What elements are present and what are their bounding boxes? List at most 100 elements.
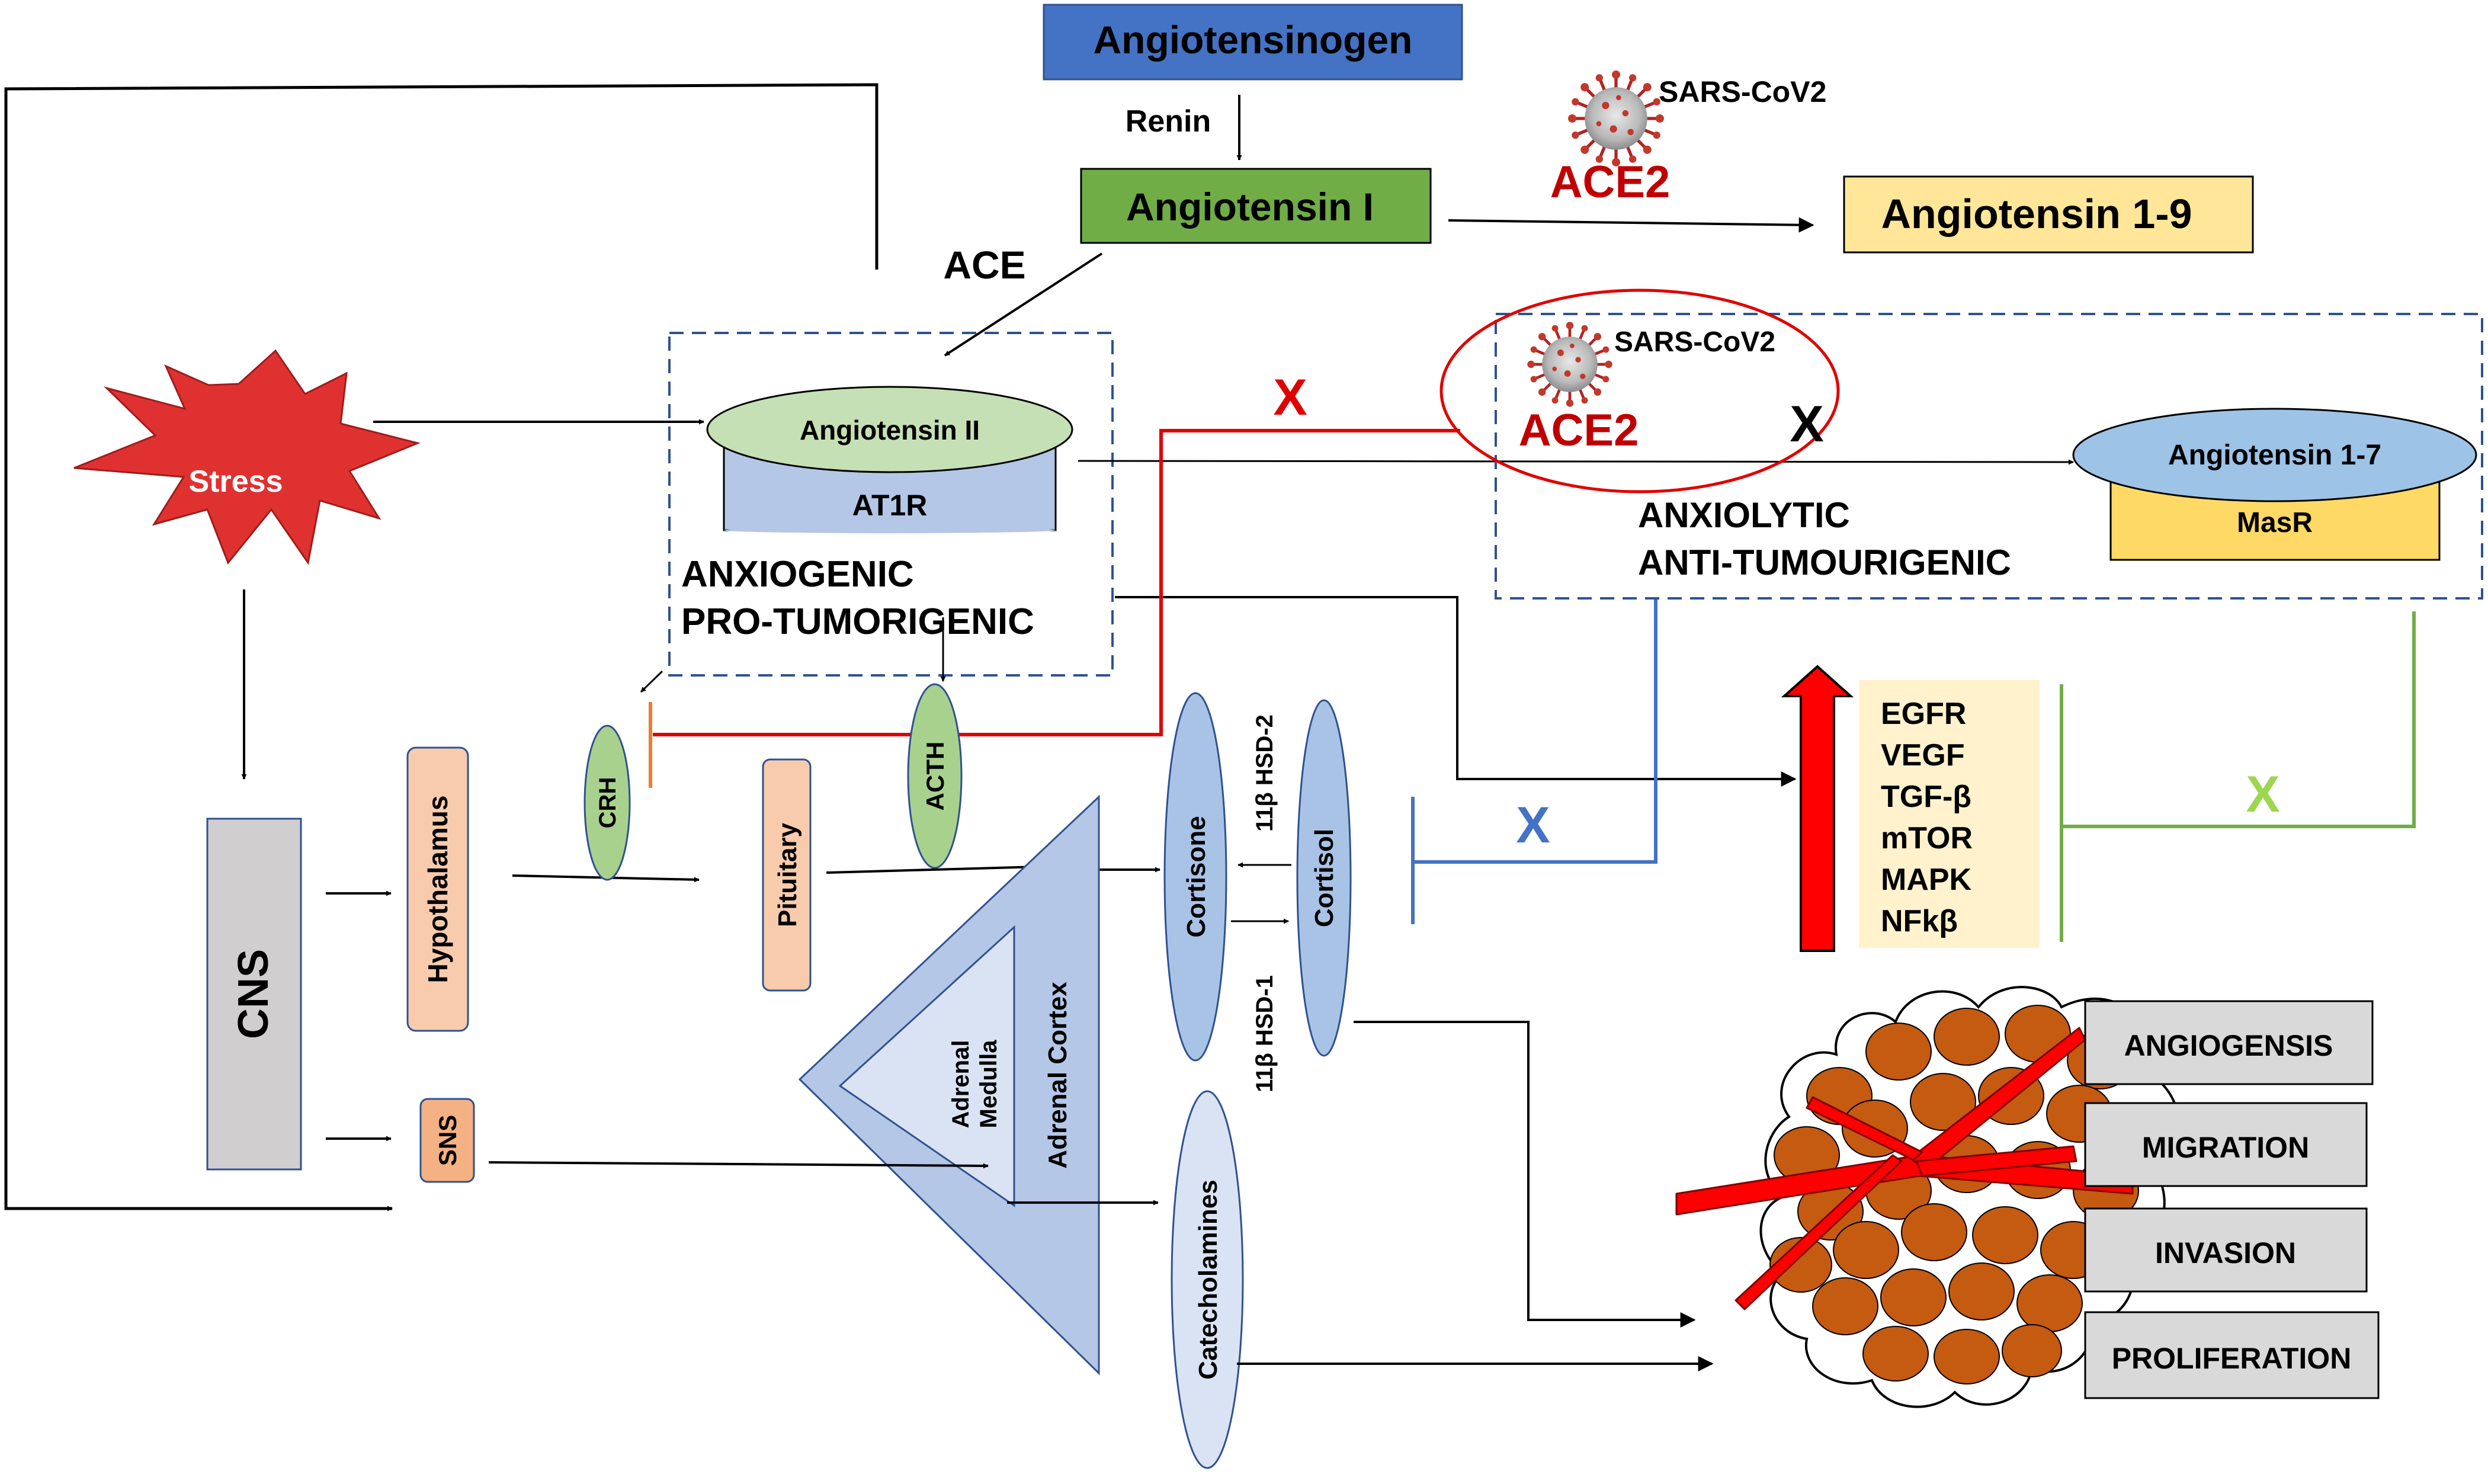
angiotensin-1-7-label: Angiotensin 1-7 [2168, 440, 2381, 471]
sns-label: SNS [434, 1115, 461, 1166]
block-x-red: X [1273, 369, 1307, 426]
angiotensin-i-label: Angiotensin I [1126, 185, 1374, 229]
hypothalamus-label: Hypothalamus [422, 796, 453, 983]
hypothalamus-box [406, 746, 469, 1032]
angiotensin-ii-label: Angiotensin II [800, 415, 980, 445]
outcome-migration-label: MIGRATION [2142, 1131, 2309, 1164]
pro-tumorigenic-label: PRO-TUMORIGENIC [681, 601, 1034, 642]
cortisol-to-tumour-arrow [1354, 1021, 1696, 1328]
hsd2-label: 11β HSD-2 [1252, 714, 1278, 832]
tumour-cell [1948, 1262, 2015, 1320]
cns-label: CNS [230, 949, 277, 1039]
tumour-cell [1972, 1206, 2038, 1264]
factor-nfkb: NFkβ [1881, 904, 1958, 938]
outcome-invasion-label: INVASION [2155, 1236, 2296, 1270]
sars-cov2-label-top: SARS-CoV2 [1659, 75, 1826, 108]
adrenal-cortex-label: Adrenal Cortex [1043, 982, 1072, 1169]
anxiogenic-dashed-box [668, 332, 1114, 677]
ace-arrow [944, 252, 1103, 357]
angiotensin-1-7-ellipse [2072, 408, 2477, 502]
ace2-arrow-to-ang19 [1448, 217, 1814, 233]
angiotensinogen-box [1043, 4, 1463, 81]
outcome-box-angiogenesis [2084, 1000, 2374, 1085]
factor-egfr: EGFR [1881, 697, 1966, 731]
red-inhibition-line [653, 429, 1460, 736]
pituitary-label: Pituitary [773, 822, 802, 927]
anxiogenic-label: ANXIOGENIC [681, 554, 914, 595]
anti-tumourigenic-label: ANTI-TUMOURIGENIC [1638, 543, 2011, 582]
ace-label: ACE [943, 243, 1025, 287]
outcome-box-migration [2084, 1102, 2368, 1187]
sns-box [419, 1098, 475, 1183]
outcome-box-proliferation [2084, 1311, 2380, 1399]
acth-ellipse [907, 683, 963, 869]
angiotensin-ii-ellipse [706, 386, 1073, 473]
cns-box [206, 818, 302, 1171]
tumour-cell [1833, 1221, 1899, 1279]
tumour-cell [1769, 1237, 1832, 1293]
tumour-cell [1934, 1008, 2000, 1066]
factor-vegf: VEGF [1881, 738, 1965, 773]
blood-vessels [1675, 1027, 2134, 1310]
feedback-loop-line [4, 83, 879, 1211]
catecholamines-label: Catecholamines [1194, 1179, 1223, 1379]
anxiolytic-label: ANXIOLYTIC [1638, 495, 1850, 535]
adrenal-medulla-label-line2: Medulla [976, 1040, 1002, 1129]
tumour-cell [1862, 1326, 1929, 1382]
tumour-cell [2002, 1324, 2062, 1377]
cortisol-label: Cortisol [1310, 829, 1339, 927]
crh-label: CRH [595, 777, 621, 829]
blood-vessel [1915, 1145, 2077, 1177]
angiotensin-1-9-label: Angiotensin 1-9 [1881, 191, 2192, 237]
blood-vessel [1734, 1154, 1903, 1310]
at1r-to-factors-arrow [1115, 596, 1797, 787]
angiotensinogen-label: Angiotensinogen [1094, 18, 1413, 62]
at1r-receptor-bottom [724, 527, 1056, 533]
sars-cov2-label-mid: SARS-CoV2 [1614, 326, 1775, 358]
outcome-box-invasion [2084, 1207, 2368, 1293]
tumour-cell [1865, 1023, 1932, 1081]
outcome-proliferation-label: PROLIFERATION [2112, 1342, 2352, 1375]
factor-mtor: mTOR [1881, 821, 1973, 855]
tumour-cell [1901, 1203, 1967, 1261]
tumour-cell [1910, 1073, 1976, 1131]
ace2-label-top: ACE2 [1550, 157, 1671, 207]
cortisol-ellipse [1296, 699, 1352, 1057]
catecholamines-ellipse [1171, 1090, 1244, 1469]
sns-to-medulla-arrow [488, 1161, 989, 1169]
tumour-cell [1880, 1268, 1947, 1326]
upregulation-arrow [1781, 665, 1854, 952]
pituitary-to-adrenal-arrow [826, 863, 1061, 874]
block-x-blue: X [1516, 797, 1550, 854]
ace2-label-mid: ACE2 [1519, 405, 1639, 456]
ace2-blocked-circle [1439, 289, 1840, 493]
anxiolytic-dashed-box [1495, 313, 2483, 600]
sars-cov2-virus-icon-top [1568, 70, 1664, 166]
green-inhibition-line [2061, 611, 2416, 828]
angiotensin-1-9-box [1843, 175, 2254, 254]
blue-inhibition-line [1413, 600, 1657, 864]
cortisone-ellipse [1163, 692, 1227, 1062]
blood-vessel [1806, 1096, 1923, 1161]
factor-tgf-beta: TGF-β [1881, 780, 1971, 814]
factors-box [1859, 680, 2040, 948]
stress-burst [73, 349, 421, 565]
tumour-cell [1812, 1277, 1878, 1335]
renin-label: Renin [1126, 104, 1211, 139]
cortisone-label: Cortisone [1182, 816, 1211, 937]
ang-ii-to-ang-1-7-arrow [1078, 459, 2074, 465]
stress-label: Stress [189, 464, 283, 499]
acth-label: ACTH [921, 742, 949, 811]
pituitary-box [762, 758, 812, 992]
factor-mapk: MAPK [1881, 863, 1972, 897]
masr-label: MasR [2237, 507, 2313, 539]
sars-cov2-virus-icon-mid [1527, 322, 1612, 407]
adrenal-medulla-label-line1: Adrenal [948, 1040, 974, 1129]
tumour-cell [2016, 1274, 2083, 1332]
at1r-label: AT1R [852, 489, 928, 522]
angiotensin-i-box [1080, 168, 1432, 244]
hsd1-label: 11β HSD-1 [1252, 975, 1278, 1092]
adrenal-medulla-triangle [838, 925, 1015, 1207]
tumour-cell [1934, 1329, 2000, 1384]
